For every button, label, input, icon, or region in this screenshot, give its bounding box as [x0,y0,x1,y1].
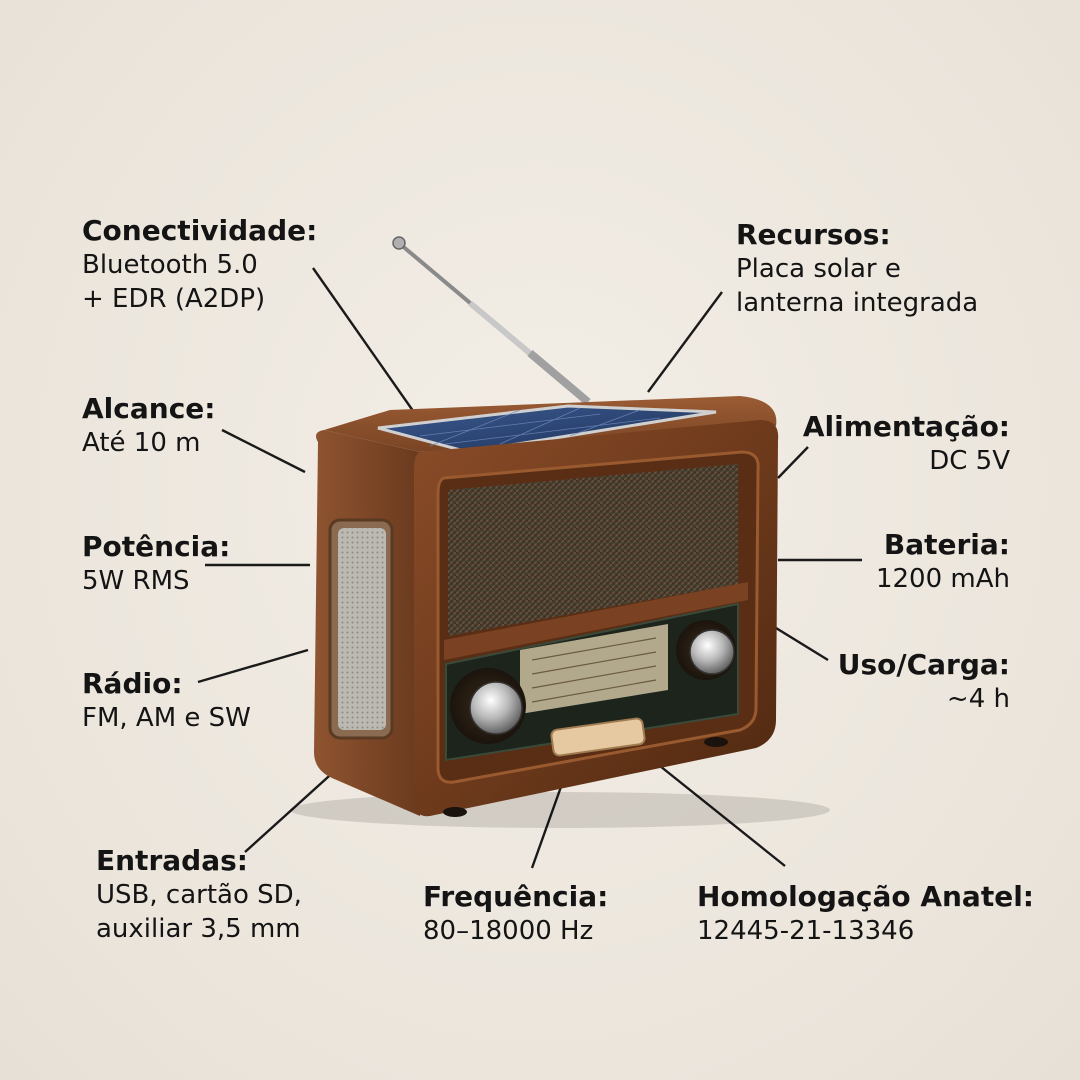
antenna-icon [392,236,591,406]
spec-value: Bluetooth 5.0 + EDR (A2DP) [82,250,266,314]
spec-title: Bateria: [883,528,1010,561]
spec-value: USB, cartão SD, auxiliar 3,5 mm [96,880,302,944]
speaker-grille-icon [338,528,386,730]
spec-conectividade: Conectividade: Bluetooth 5.0 + EDR (A2DP… [82,214,317,316]
spec-alcance: Alcance: Até 10 m [82,392,215,460]
spec-value: Placa solar e lanterna integrada [736,254,979,318]
spec-radio: Rádio: FM, AM e SW [82,667,251,735]
spec-title: Alimentação: [802,410,1010,443]
spec-title: Frequência: [423,880,609,913]
spec-title: Rádio: [82,667,183,700]
spec-value: 80–18000 Hz [423,916,594,946]
spec-uso-carga: Uso/Carga: ~4 h [838,648,1010,716]
spec-title: Entradas: [96,844,248,877]
spec-entradas: Entradas: USB, cartão SD, auxiliar 3,5 m… [96,844,302,946]
solar-panel-icon [377,404,717,454]
spec-title: Conectividade: [82,214,318,247]
volume-knob-icon [676,620,736,680]
spec-title: Homologação Anatel: [697,880,1034,913]
spec-value: 12445-21-13346 [697,916,915,946]
spec-alimentacao: Alimentação: DC 5V [803,410,1010,478]
spec-title: Alcance: [82,392,216,425]
spec-value: DC 5V [929,446,1010,476]
spec-title: Uso/Carga: [837,648,1010,681]
spec-value: 5W RMS [82,566,190,596]
spec-bateria: Bateria: 1200 mAh [876,528,1010,596]
spec-recursos: Recursos: Placa solar e lanterna integra… [736,218,978,320]
spec-value: FM, AM e SW [82,703,251,733]
leader-lines [197,267,862,869]
spec-title: Potência: [82,530,231,563]
spec-title: Recursos: [736,218,891,251]
spec-potencia: Potência: 5W RMS [82,530,230,598]
tuning-knob-icon [450,668,526,744]
spec-value: ~4 h [946,684,1010,714]
spec-frequencia: Frequência: 80–18000 Hz [423,880,608,948]
spec-value: Até 10 m [82,428,201,458]
spec-value: 1200 mAh [875,564,1010,594]
spec-homologacao: Homologação Anatel: 12445-21-13346 [697,880,1034,948]
